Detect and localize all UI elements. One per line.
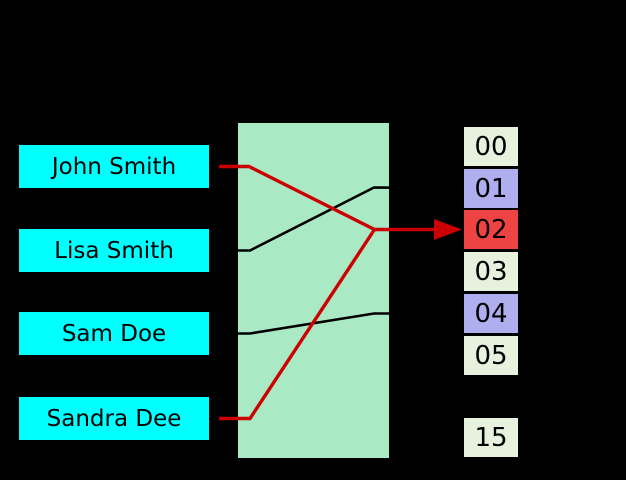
key-label: Sandra Dee	[46, 405, 182, 432]
arrowhead-icon	[434, 219, 462, 240]
key-label: Sam Doe	[61, 320, 167, 347]
bucket-label: 03	[474, 256, 508, 287]
connector-sandra-dee-to-02	[219, 228, 376, 421]
key-label: John Smith	[51, 153, 177, 180]
key-label: Lisa Smith	[54, 237, 174, 264]
bucket-label: 01	[474, 173, 508, 204]
bucket-label: 15	[474, 422, 508, 453]
bucket-cell-02: 02	[464, 210, 518, 249]
bucket-cell-04: 04	[464, 294, 518, 333]
bucket-cell-05: 05	[464, 336, 518, 375]
bucket-cell-01: 01	[464, 169, 518, 208]
connector-lisa-smith-to-01	[219, 186, 465, 252]
bucket-cell-03: 03	[464, 252, 518, 291]
bucket-label: 00	[474, 131, 508, 162]
bucket-label: 04	[474, 298, 508, 329]
bucket-cell-00: 00	[464, 127, 518, 166]
key-box-john-smith: John Smith	[19, 145, 209, 188]
key-box-sam-doe: Sam Doe	[19, 312, 209, 355]
bucket-cell-15: 15	[464, 418, 518, 457]
key-box-sandra-dee: Sandra Dee	[19, 397, 209, 440]
hash-function-box	[238, 123, 389, 458]
bucket-label: 05	[474, 340, 508, 371]
connector-john-smith-to-02	[219, 164, 376, 232]
bucket-label: 02	[474, 214, 508, 245]
key-box-lisa-smith: Lisa Smith	[19, 229, 209, 272]
